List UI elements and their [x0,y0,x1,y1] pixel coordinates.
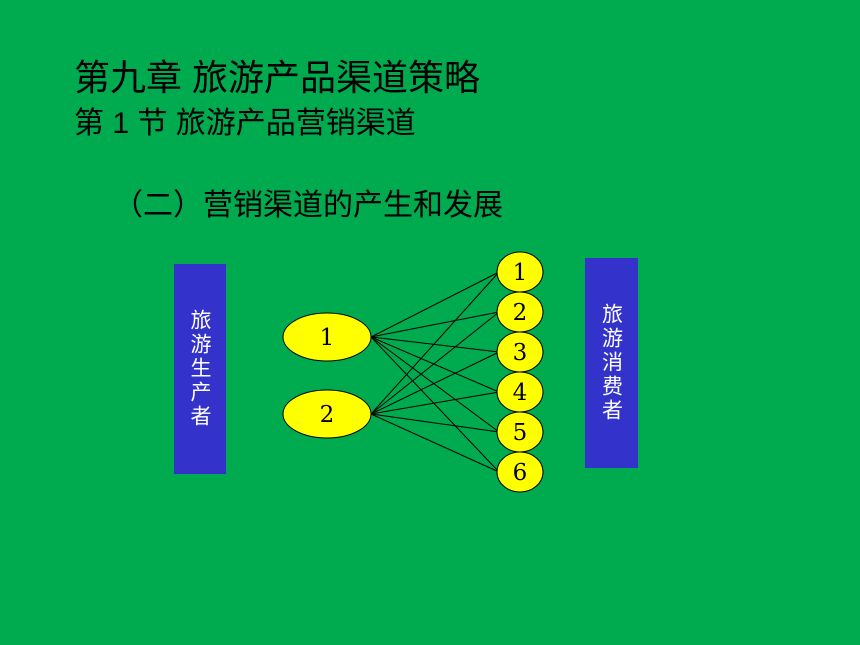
connection-line-2-5 [370,413,500,433]
intermediary-node-5-label: 5 [513,420,528,446]
consumer-box: 旅游消费者 [585,258,638,468]
slide-subtitle: 第 1 节 旅游产品营销渠道 [74,107,416,140]
connection-line-2-2 [370,311,500,415]
producer-nodes: 12 [282,312,372,439]
intermediary-node-5: 5 [496,411,544,453]
intermediary-node-3-label: 3 [513,340,528,366]
intermediary-node-4-label: 4 [513,380,528,406]
connection-line-1-5 [370,336,500,433]
intermediary-node-3: 3 [496,331,544,373]
producer-node-1-label: 1 [320,325,335,351]
connection-line-2-6 [370,413,500,473]
slide-title: 第九章 旅游产品渠道策略 [74,57,481,98]
intermediary-node-2: 2 [496,291,544,333]
connection-lines [370,271,500,473]
connection-line-1-6 [370,336,500,473]
connection-line-2-3 [370,351,500,415]
producer-label: 旅游生产者 [188,309,212,429]
intermediary-node-6-label: 6 [513,460,528,486]
intermediary-nodes: 1 2 3 4 5 6 [496,251,544,493]
connection-line-1-2 [370,311,500,338]
connection-line-1-3 [370,336,500,353]
intermediary-node-6-shape [496,451,544,493]
producer-box: 旅游生产者 [174,264,226,474]
section-heading: （二）营销渠道的产生和发展 [113,188,503,223]
producer-node-1-shape [282,312,372,362]
intermediary-node-4: 4 [496,371,544,413]
connection-line-1-1 [370,271,500,338]
connection-line-2-1 [370,271,500,415]
intermediary-node-6: 6 [496,451,544,493]
intermediary-node-1-label: 1 [513,260,528,286]
producer-node-1: 1 [282,312,372,362]
producer-node-2: 2 [282,389,372,439]
consumer-label: 旅游消费者 [599,303,624,423]
producer-node-2-shape [282,389,372,439]
connection-line-1-4 [370,336,500,393]
intermediary-node-2-label: 2 [513,300,528,326]
connection-line-2-4 [370,391,500,415]
producer-node-2-label: 2 [320,402,335,428]
intermediary-node-1: 1 [496,251,544,293]
